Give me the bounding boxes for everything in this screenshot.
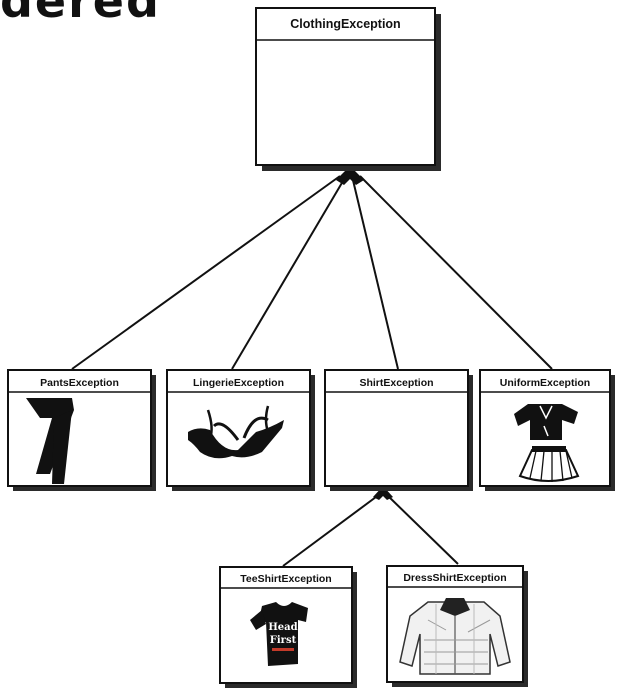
class-name-dressshirt-exception: DressShirtException [403,572,506,584]
pants-icon [26,398,74,484]
class-name-shirt-exception: ShirtException [359,377,433,389]
line-teeshirt-to-shirt [282,493,381,567]
arrowhead-shirt [373,486,393,500]
page-heading-fragment: dered [0,0,161,28]
class-box-shirt-exception: ShirtException [324,369,473,491]
line-lingerie-to-clothing [231,175,347,370]
class-box-clothing-exception: ClothingException [255,7,441,171]
tshirt-icon: Head First [250,602,308,666]
arrowhead-clothing [336,166,364,185]
class-name-teeshirt-exception: TeeShirtException [240,573,331,585]
arrowheads [336,166,393,500]
class-box-dressshirt-exception: DressShirtException [386,565,528,687]
line-shirt-to-clothing [351,175,399,370]
class-name-lingerie-exception: LingerieException [193,377,284,389]
class-box-uniform-exception: UniformException [479,369,615,491]
bra-icon [188,405,284,459]
tshirt-print-line2: First [270,635,297,646]
class-box-teeshirt-exception: TeeShirtException Head First [219,566,357,688]
class-box-pants-exception: PantsException [7,369,156,491]
line-pants-to-clothing [71,175,341,370]
tshirt-print-line1: Head [268,622,297,633]
uniform-icon [514,404,580,482]
class-name-uniform-exception: UniformException [500,377,590,389]
line-uniform-to-clothing [359,175,553,370]
class-box-lingerie-exception: LingerieException [166,369,315,491]
inheritance-lines [71,175,553,567]
class-name-pants-exception: PantsException [40,377,119,389]
dress-shirt-icon [399,598,511,675]
class-name-clothing-exception: ClothingException [290,17,400,31]
line-dressshirt-to-shirt [385,493,459,565]
